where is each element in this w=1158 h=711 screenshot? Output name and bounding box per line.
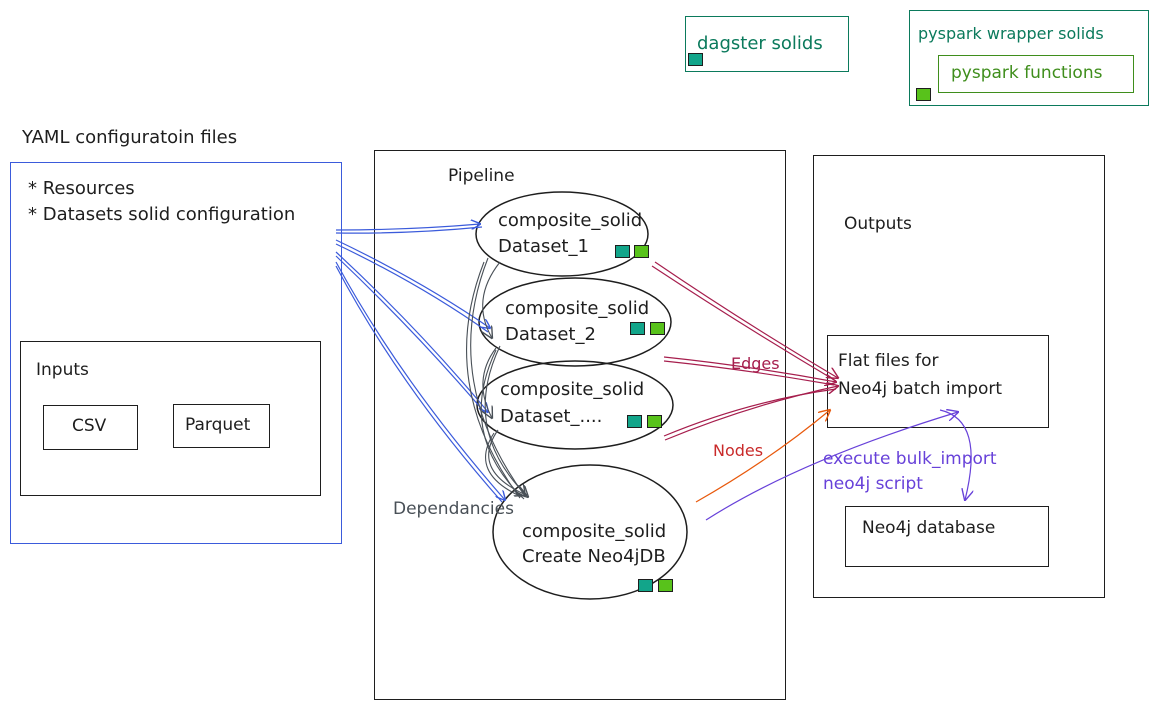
pipeline-title: Pipeline xyxy=(448,166,515,186)
solid-1-dagster-icon xyxy=(615,245,630,258)
input-csv-label: CSV xyxy=(72,416,107,436)
bulk-import-label-2: neo4j script xyxy=(823,474,923,494)
legend-pyspark-functions-box xyxy=(938,55,1134,93)
solid-1-kind: composite_solid xyxy=(498,210,643,231)
solid-2-name: Dataset_2 xyxy=(505,324,596,345)
flat-files-line-2: Neo4j batch import xyxy=(838,379,1003,399)
solid-4-kind: composite_solid xyxy=(522,521,667,542)
inputs-box xyxy=(20,341,321,496)
dependencies-label: Dependancies xyxy=(393,499,514,519)
neo4j-database-label: Neo4j database xyxy=(862,518,996,538)
solid-3-dagster-icon xyxy=(627,415,642,428)
dagster-solid-icon xyxy=(688,53,703,66)
input-parquet-label: Parquet xyxy=(185,415,251,435)
pyspark-function-icon xyxy=(916,88,931,101)
flat-files-line-1: Flat files for xyxy=(838,351,939,371)
solid-2-kind: composite_solid xyxy=(505,298,650,319)
legend-pyspark-wrapper-label: pyspark wrapper solids xyxy=(918,24,1104,43)
solid-4-pyspark-icon xyxy=(658,579,673,592)
solid-2-dagster-icon xyxy=(630,322,645,335)
solid-4-name: Create Neo4jDB xyxy=(522,546,666,567)
solid-1-name: Dataset_1 xyxy=(498,236,589,257)
legend-dagster-box xyxy=(685,16,849,72)
yaml-item-resources: * Resources xyxy=(28,178,135,199)
input-parquet-box xyxy=(173,404,270,448)
outputs-title: Outputs xyxy=(844,214,912,234)
solid-4-dagster-icon xyxy=(638,579,653,592)
bulk-import-label-1: execute bulk_import xyxy=(823,449,997,469)
input-csv-box xyxy=(43,405,138,450)
legend-pyspark-wrapper-box xyxy=(909,10,1149,106)
legend-pyspark-functions-label: pyspark functions xyxy=(951,63,1103,83)
solid-3-name: Dataset_.... xyxy=(500,406,603,427)
solid-1-pyspark-icon xyxy=(634,245,649,258)
solid-2-pyspark-icon xyxy=(650,322,665,335)
yaml-item-datasets-config: * Datasets solid configuration xyxy=(28,204,296,225)
legend-dagster-label: dagster solids xyxy=(697,33,823,54)
edges-label: Edges xyxy=(731,354,780,373)
solid-3-kind: composite_solid xyxy=(500,379,645,400)
nodes-label: Nodes xyxy=(713,441,764,460)
yaml-title: YAML configuratoin files xyxy=(22,127,238,148)
solid-3-pyspark-icon xyxy=(647,415,662,428)
inputs-title: Inputs xyxy=(36,360,89,380)
